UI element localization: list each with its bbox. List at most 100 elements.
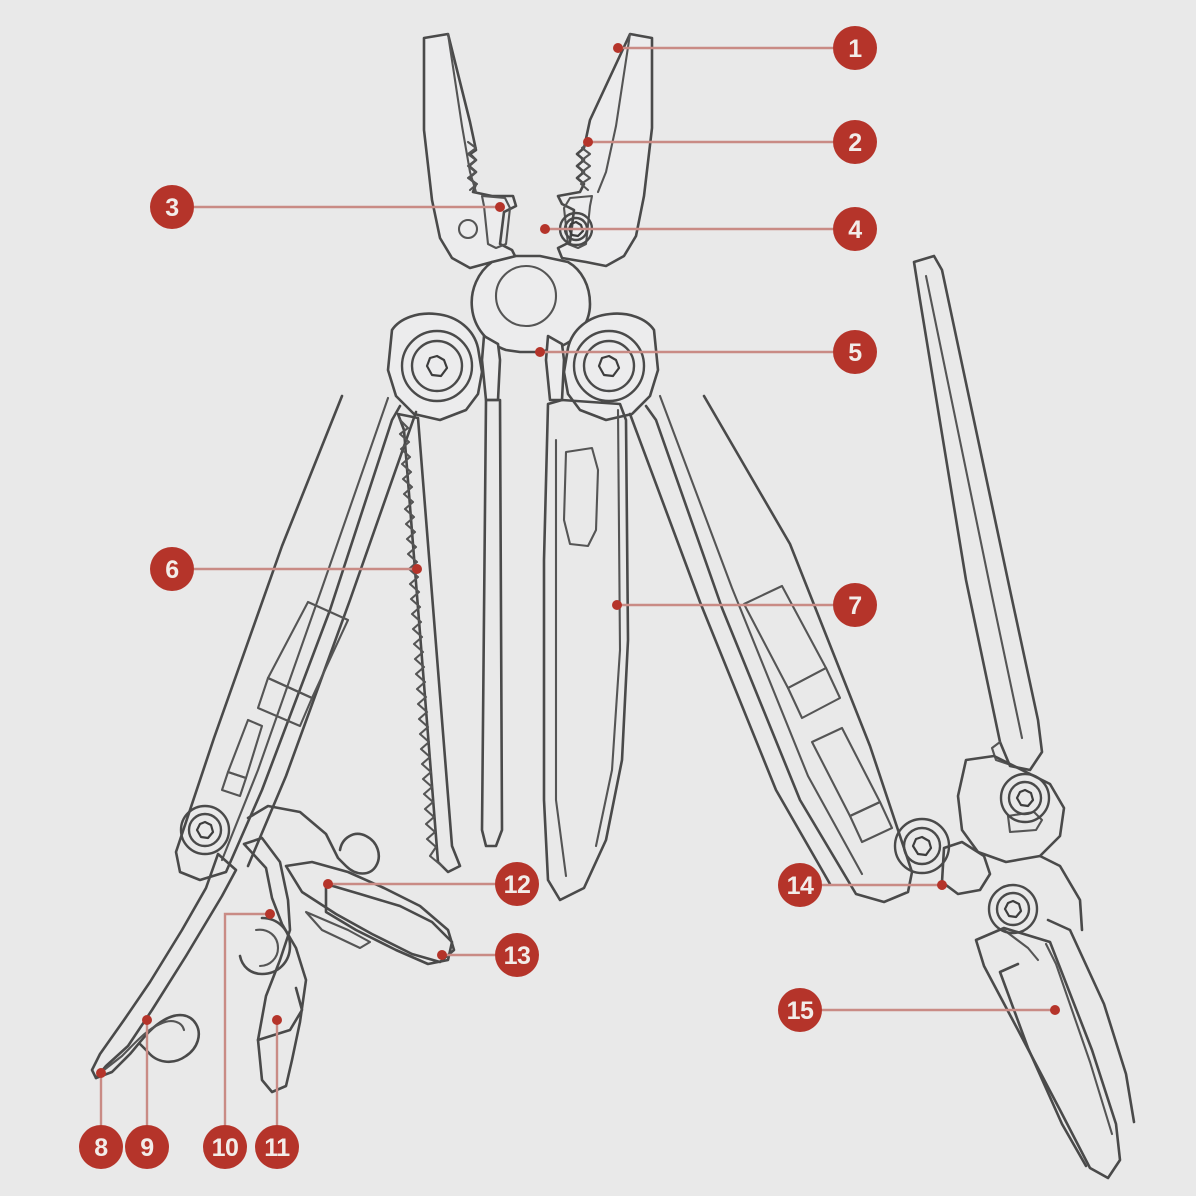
handle-left-outer <box>174 394 402 882</box>
screw-left-upper-pivot <box>400 329 474 403</box>
callout-6-circle[interactable] <box>150 547 194 591</box>
leader-anchor-dot-9 <box>142 1015 152 1025</box>
handle-right-outer <box>644 394 914 904</box>
callout-10-circle[interactable] <box>203 1125 247 1169</box>
leader-anchor-dot-4 <box>540 224 550 234</box>
callout-14[interactable]: 14 <box>778 863 822 907</box>
pry-tip-lower <box>256 986 304 1042</box>
leader-anchor-dot-12 <box>323 879 333 889</box>
callout-12[interactable]: 12 <box>495 862 539 906</box>
callout-14-label: 14 <box>787 872 814 900</box>
callout-10[interactable]: 10 <box>203 1125 247 1169</box>
handle-right-liner <box>658 394 864 876</box>
jaw-hole-left <box>457 218 479 240</box>
callout-15-circle[interactable] <box>778 988 822 1032</box>
callout-10-label: 10 <box>212 1134 239 1162</box>
leader-anchor-dot-13 <box>437 950 447 960</box>
leader-anchor-dot-1 <box>613 43 623 53</box>
callout-14-circle[interactable] <box>778 863 822 907</box>
plier-jaw-left <box>422 32 518 270</box>
center-pivot-block-right <box>544 334 566 402</box>
jaw-teeth-left <box>466 140 479 192</box>
screw-left-lower-pivot <box>179 804 231 856</box>
callout-13[interactable]: 13 <box>495 933 539 977</box>
handle-right-window-2b <box>848 800 894 844</box>
handle-right-inner <box>628 412 832 886</box>
screwdriver-bit-tool <box>242 836 308 1094</box>
center-pivot-block <box>480 334 502 402</box>
callout-5-circle[interactable] <box>833 330 877 374</box>
end-blade-bevel <box>1002 928 1040 962</box>
callout-2-label: 2 <box>848 129 861 157</box>
callout-5[interactable]: 5 <box>833 330 877 374</box>
callout-15[interactable]: 15 <box>778 988 822 1032</box>
tool-illustration <box>90 32 1136 1180</box>
callout-2[interactable]: 2 <box>833 120 877 164</box>
callout-9-circle[interactable] <box>125 1125 169 1169</box>
callout-15-label: 15 <box>787 997 814 1025</box>
callout-13-circle[interactable] <box>495 933 539 977</box>
callout-6[interactable]: 6 <box>150 547 194 591</box>
callout-7-label: 7 <box>848 592 861 620</box>
leader-anchor-dot-15 <box>1050 1005 1060 1015</box>
leader-lines-layer <box>96 43 1060 1125</box>
screw-right-upper-pivot <box>572 329 646 403</box>
leader-anchor-dot-3 <box>495 202 505 212</box>
callout-2-circle[interactable] <box>833 120 877 164</box>
callout-5-label: 5 <box>848 339 862 367</box>
callout-9[interactable]: 9 <box>125 1125 169 1169</box>
callout-12-label: 12 <box>504 871 531 899</box>
saw-blade-body <box>396 412 462 874</box>
wire-cutter-left <box>480 194 512 250</box>
callout-7-circle[interactable] <box>833 583 877 627</box>
callout-11-label: 11 <box>264 1134 290 1162</box>
handle-left-window-1b <box>256 676 314 728</box>
callout-8-circle[interactable] <box>79 1125 123 1169</box>
handle-left-liner <box>220 396 390 862</box>
callout-13-label: 13 <box>504 942 531 970</box>
can-opener-slot <box>304 910 372 950</box>
knife-thumb-slot <box>562 446 600 548</box>
callout-1[interactable]: 1 <box>833 26 877 70</box>
right-long-blade-inner <box>924 274 1024 740</box>
right-blade-tang-notch <box>990 740 1010 766</box>
main-knife-spine <box>594 408 622 848</box>
callout-11[interactable]: 11 <box>255 1125 299 1169</box>
callout-8[interactable]: 8 <box>79 1125 123 1169</box>
center-file-bar <box>480 398 504 848</box>
callout-3-circle[interactable] <box>150 185 194 229</box>
callout-4-label: 4 <box>848 216 862 244</box>
callout-6-label: 6 <box>165 556 178 584</box>
callout-12-circle[interactable] <box>495 862 539 906</box>
callout-9-label: 9 <box>140 1134 153 1162</box>
leader-anchor-dot-10 <box>265 909 275 919</box>
callout-1-label: 1 <box>848 35 862 63</box>
leader-anchor-dot-5 <box>535 347 545 357</box>
leader-anchor-dot-11 <box>272 1015 282 1025</box>
right-slim-arm <box>1046 918 1136 1124</box>
leader-anchor-dot-6 <box>412 564 422 574</box>
plier-jaw-right-inner-edge <box>596 32 632 194</box>
screw-right-lower-pivot <box>893 817 951 875</box>
leader-anchor-dot-2 <box>583 137 593 147</box>
callout-3-label: 3 <box>165 194 178 222</box>
callout-7[interactable]: 7 <box>833 583 877 627</box>
flat-screwdriver-blade <box>284 860 456 964</box>
callout-11-circle[interactable] <box>255 1125 299 1169</box>
handle-right-window-1b <box>786 666 842 720</box>
callout-4-circle[interactable] <box>833 207 877 251</box>
right-lower-frame-arm <box>1038 854 1084 932</box>
bottle-opener-inner-left <box>102 1020 186 1072</box>
callout-3[interactable]: 3 <box>150 185 194 229</box>
saw-blade-teeth <box>398 418 444 868</box>
main-knife-edge <box>554 438 568 878</box>
callout-4[interactable]: 4 <box>833 207 877 251</box>
screws-group <box>179 211 1051 935</box>
handle-left-inner <box>246 410 418 868</box>
leader-anchor-dot-14 <box>937 880 947 890</box>
wire-cutter-right <box>562 194 594 250</box>
callout-1-circle[interactable] <box>833 26 877 70</box>
